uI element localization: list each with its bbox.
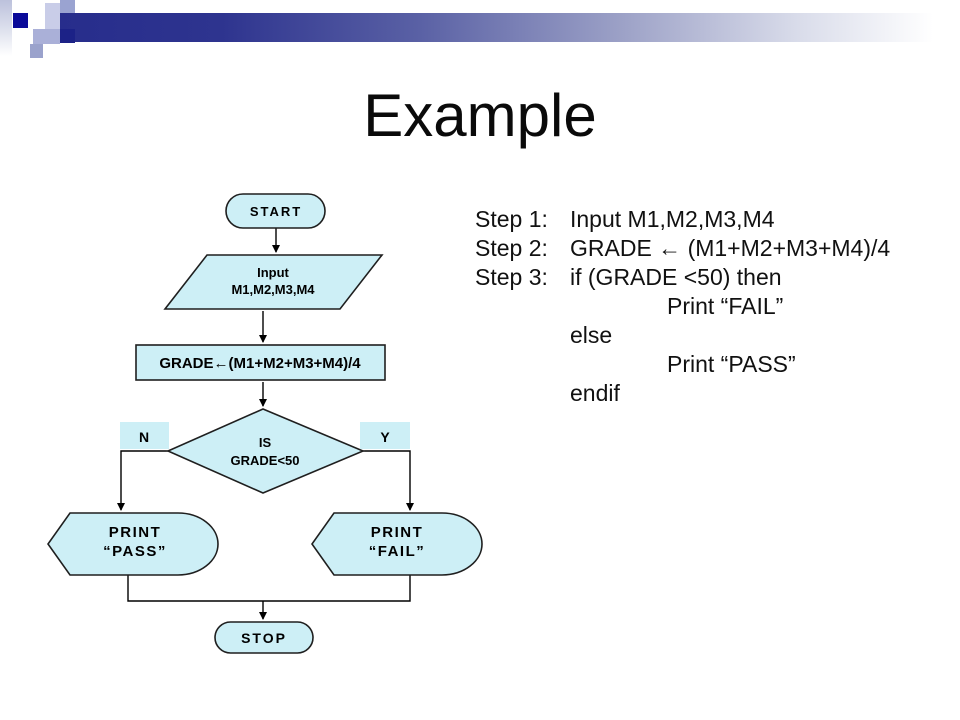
step-text: GRADE ← (M1+M2+M3+M4)/4 (570, 235, 891, 261)
connector-decision-yes-branch (363, 450, 414, 511)
step-text: endif (570, 380, 620, 406)
input-node: Input M1,M2,M3,M4 (163, 254, 384, 310)
print-fail-label-line2: “FAIL” (369, 543, 426, 560)
stop-label: STOP (241, 630, 287, 646)
process-node: GRADE←(M1+M2+M3+M4)/4 (135, 344, 386, 381)
print-fail-shape (311, 512, 483, 576)
step-line-6: Print “PASS” (475, 350, 890, 379)
print-fail-label-line1: PRINT (371, 524, 424, 541)
header-gradient-strip (0, 0, 12, 56)
decorative-square-navy (13, 13, 28, 28)
print-pass-label-line1: PRINT (109, 524, 162, 541)
start-node: START (225, 193, 326, 229)
decision-label-line2: GRADE<50 (231, 453, 300, 468)
print-pass-label-line2: “PASS” (103, 543, 167, 560)
print-pass-node: PRINT “PASS” (47, 512, 219, 576)
step-line-7: endif (475, 379, 890, 408)
stop-node: STOP (214, 621, 314, 654)
decorative-square-medium-top (60, 0, 75, 13)
print-pass-shape (47, 512, 219, 576)
branch-yes-box (360, 422, 410, 449)
step-text: Input M1,M2,M3,M4 (570, 206, 775, 232)
step-label: Step 2: (475, 235, 548, 261)
step-label: Step 1: (475, 206, 548, 232)
connector-merge (127, 575, 411, 602)
step-line-1: Step 1: Input M1,M2,M3,M4 (475, 205, 890, 234)
input-label-line1: Input (257, 265, 289, 280)
step-text: Print “FAIL” (667, 293, 784, 319)
branch-no-box (120, 422, 169, 449)
process-label: GRADE←(M1+M2+M3+M4)/4 (159, 355, 361, 372)
step-line-4: Print “FAIL” (475, 292, 890, 321)
flowchart-diagram: START Input M1,M2,M3,M4 GRADE←(M1+M2+M3+… (47, 193, 483, 654)
decorative-square-small (30, 44, 43, 58)
step-text: if (GRADE <50) then (570, 264, 782, 290)
print-fail-node: PRINT “FAIL” (311, 512, 483, 576)
start-shape (225, 193, 326, 229)
header-gradient-bar (60, 13, 960, 42)
stop-shape (214, 621, 314, 654)
process-shape (135, 344, 386, 381)
branch-yes-text: Y (380, 429, 390, 445)
step-label: Step 3: (475, 264, 548, 290)
connector-decision-no-branch (117, 450, 168, 511)
start-label: START (250, 204, 302, 219)
step-line-2: Step 2: GRADE ← (M1+M2+M3+M4)/4 (475, 234, 890, 263)
slide-title: Example (363, 82, 597, 149)
input-label-line2: M1,M2,M3,M4 (231, 282, 315, 297)
decorative-square-pale (45, 3, 61, 29)
step-line-5: else (475, 321, 890, 350)
input-shape (163, 254, 384, 310)
step-line-3: Step 3: if (GRADE <50) then (475, 263, 890, 292)
step-text: Print “PASS” (667, 351, 796, 377)
decorative-square-medium-mid (33, 29, 60, 44)
decorative-square-dark (60, 29, 75, 43)
step-text: else (570, 322, 613, 348)
decision-shape (166, 408, 366, 494)
branch-no-text: N (139, 429, 149, 445)
branch-no-label: N (120, 422, 169, 449)
branch-yes-label: Y (360, 422, 410, 449)
steps-block: Step 1: Input M1,M2,M3,M4 Step 2: GRADE ← … (475, 205, 890, 408)
decision-label-line1: IS (259, 435, 272, 450)
decision-node: IS GRADE<50 (166, 408, 366, 494)
